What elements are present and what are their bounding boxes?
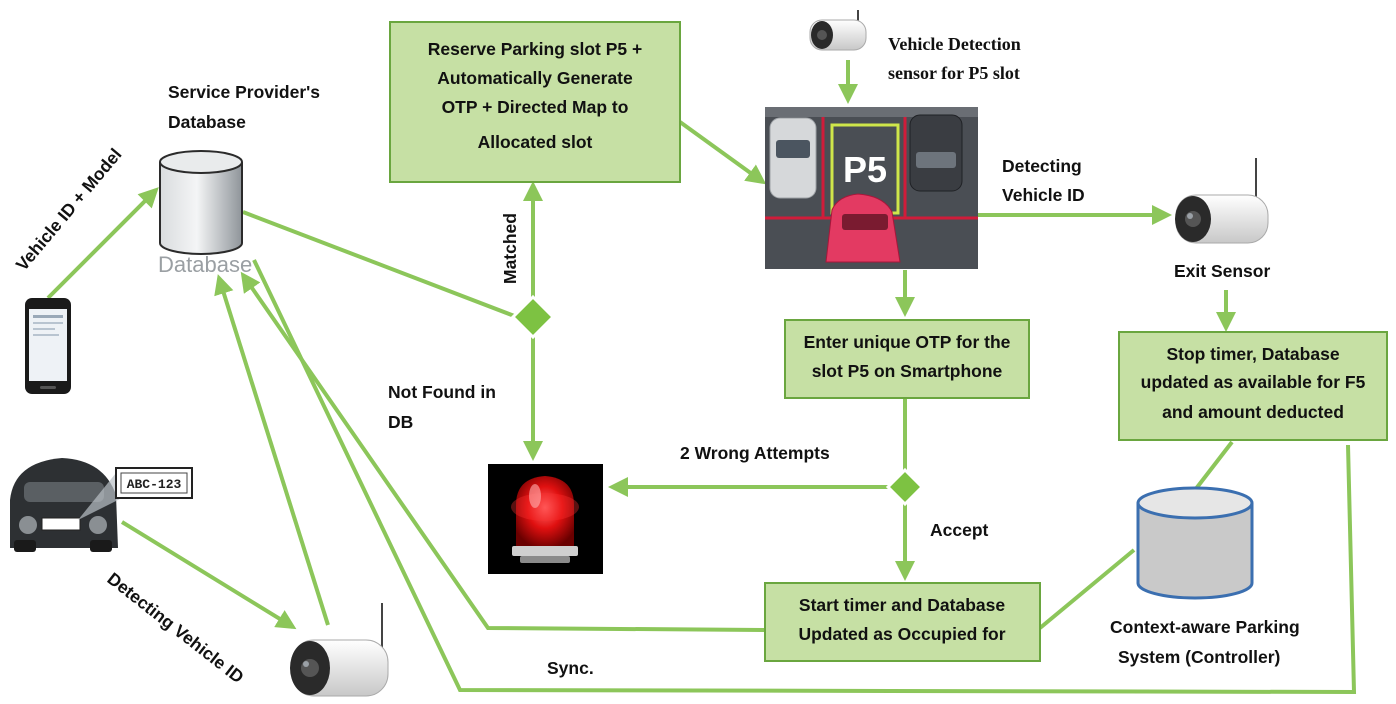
- stop-timer-line-3: and amount deducted: [1162, 402, 1344, 422]
- sync-label: Sync.: [547, 658, 594, 678]
- alarm-siren-icon: [488, 464, 603, 574]
- connector-start-timer-to-controller: [1038, 548, 1136, 630]
- decision-diamond-database-lookup: [510, 294, 556, 340]
- reserve-line-1: Reserve Parking slot P5 +: [428, 39, 643, 59]
- node-start-timer: Start timer and Database Updated as Occu…: [764, 582, 1041, 662]
- arrow-phone-to-database: [46, 187, 159, 300]
- stop-timer-line-2: updated as available for F5: [1141, 372, 1366, 392]
- database-cylinder-icon: [159, 150, 243, 255]
- node-stop-timer: Stop timer, Database updated as availabl…: [1118, 331, 1388, 441]
- reserve-line-3: OTP + Directed Map to: [442, 97, 629, 117]
- connector-database-to-decision: [242, 210, 518, 319]
- matched-label: Matched: [500, 213, 520, 284]
- detection-sensor-label-line-2: sensor for P5 slot: [888, 63, 1020, 83]
- detection-sensor-label-line-1: Vehicle Detection: [888, 34, 1021, 54]
- reserve-line-2: Automatically Generate: [437, 68, 633, 88]
- arrow-car-to-camera: [120, 520, 297, 630]
- enter-otp-line-1: Enter unique OTP for the: [804, 332, 1011, 352]
- wrong-attempts-label: 2 Wrong Attempts: [680, 443, 830, 463]
- enter-otp-line-2: slot P5 on Smartphone: [812, 361, 1003, 381]
- decision-diamond-otp-check: [885, 467, 925, 507]
- arrow-camera-to-database: [214, 274, 330, 626]
- license-plate-text: ABC-123: [127, 477, 182, 492]
- exit-sensor-camera-icon: [1175, 158, 1269, 244]
- service-provider-label-line-2: Database: [168, 112, 246, 132]
- controller-label-line-2: System (Controller): [1118, 647, 1280, 667]
- parking-lot-image: P5: [765, 107, 978, 269]
- parking-slot-label: P5: [843, 149, 887, 190]
- connector-stop-timer-to-controller: [1193, 440, 1234, 492]
- arrow-reserve-to-parking: [678, 120, 767, 185]
- detecting-vehicle-id-top-line-2: Vehicle ID: [1002, 185, 1085, 205]
- not-found-label-line-1: Not Found in: [388, 382, 496, 402]
- controller-label-line-1: Context-aware Parking: [1110, 617, 1300, 637]
- vehicle-detection-camera-icon: [809, 10, 867, 51]
- connectors: [46, 60, 1357, 695]
- car-icon: [10, 458, 193, 552]
- detecting-vehicle-id-top-line-1: Detecting: [1002, 156, 1082, 176]
- reserve-line-4: Allocated slot: [478, 132, 593, 152]
- node-enter-otp: Enter unique OTP for the slot P5 on Smar…: [784, 319, 1030, 399]
- arrow-start-timer-to-database: [240, 271, 766, 632]
- database-caption: Database: [158, 252, 252, 277]
- stop-timer-line-1: Stop timer, Database: [1166, 344, 1339, 364]
- smartphone-icon: [25, 298, 71, 394]
- sync-connector: [252, 259, 1357, 695]
- service-provider-label-line-1: Service Provider's: [168, 82, 320, 102]
- node-reserve-slot: Reserve Parking slot P5 + Automatically …: [389, 21, 681, 183]
- controller-database-icon: [1136, 486, 1254, 600]
- start-timer-line-1: Start timer and Database: [799, 595, 1005, 615]
- entry-camera-icon: [290, 603, 389, 697]
- exit-sensor-label: Exit Sensor: [1174, 261, 1270, 281]
- start-timer-line-2: Updated as Occupied for: [798, 624, 1005, 644]
- not-found-label-line-2: DB: [388, 412, 413, 432]
- vehicle-id-model-label: Vehicle ID + Model: [12, 144, 126, 274]
- accept-label: Accept: [930, 520, 989, 540]
